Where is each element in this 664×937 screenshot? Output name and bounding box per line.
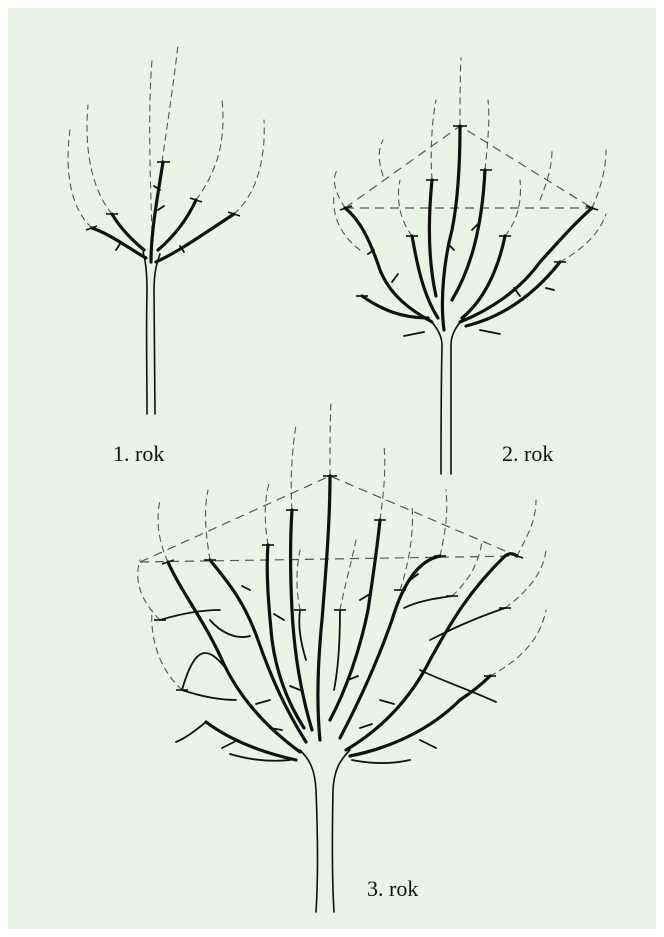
branch	[267, 545, 304, 728]
tree-stage-3	[138, 400, 546, 912]
branch	[156, 214, 234, 262]
projected-growth-lines	[68, 45, 264, 232]
branch	[462, 236, 505, 318]
stage-label-year-1: 1. rok	[113, 441, 164, 467]
branch	[340, 556, 440, 738]
trunk	[428, 318, 464, 474]
branch	[429, 180, 436, 296]
tree-stage-2	[334, 58, 606, 474]
crown-outline-guide	[345, 126, 592, 208]
branch	[466, 262, 560, 326]
stage-label-year-3: 3. rok	[367, 876, 418, 902]
branch	[206, 722, 296, 760]
projected-growth-lines	[138, 400, 546, 690]
pruning-cut-marks	[86, 162, 240, 230]
branch	[112, 214, 144, 250]
branch	[318, 476, 330, 740]
branch	[330, 520, 380, 720]
tree-stage-1	[68, 45, 264, 414]
stage-label-year-2: 2. rok	[502, 441, 553, 467]
branch	[350, 676, 490, 756]
side-twigs	[160, 574, 505, 763]
projected-growth-lines	[334, 58, 606, 262]
branch	[291, 510, 313, 730]
trunk	[143, 252, 160, 414]
side-twigs	[116, 186, 184, 252]
trunk	[300, 750, 350, 912]
